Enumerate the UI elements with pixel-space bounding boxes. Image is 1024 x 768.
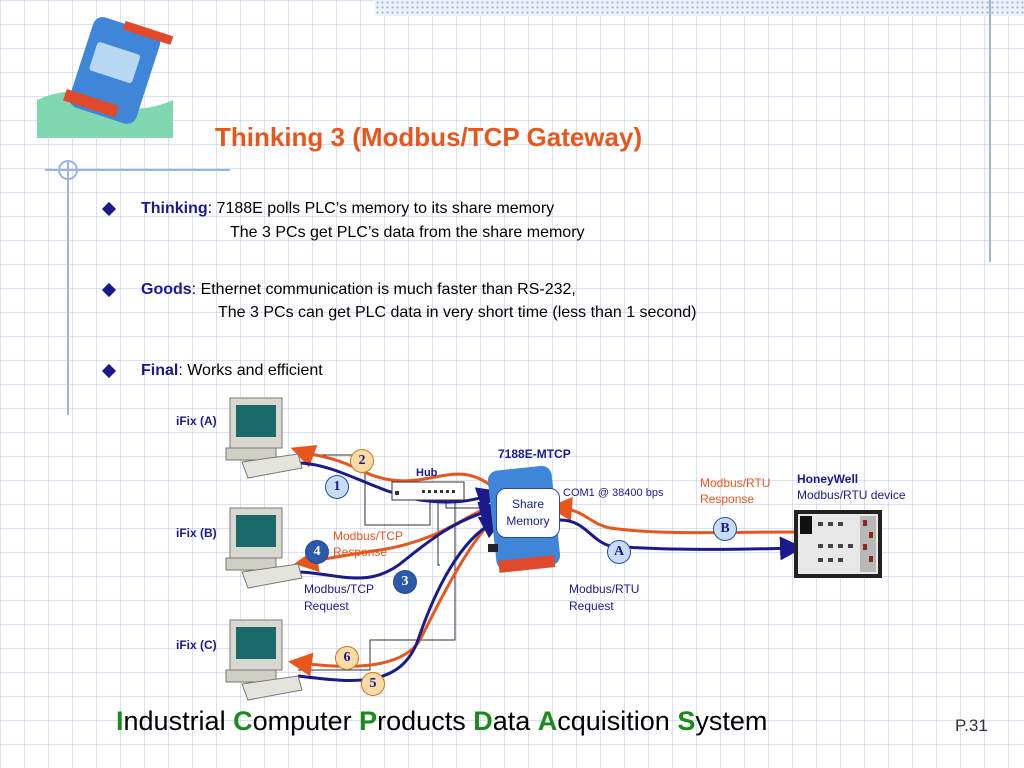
tcp-response-line-1: Modbus/TCP xyxy=(333,529,404,543)
step-6-badge: 6 xyxy=(335,646,359,670)
pc-b-label: iFix (B) xyxy=(176,526,217,540)
com-port-label: COM1 @ 38400 bps xyxy=(563,487,664,499)
step-b-badge: B xyxy=(713,517,737,541)
step-3-badge: 3 xyxy=(393,570,417,594)
bullet-3-line-1: Final: Works and efficient xyxy=(141,362,323,379)
page-number: P.31 xyxy=(955,716,988,735)
slide-title: Thinking 3 (Modbus/TCP Gateway) xyxy=(215,122,643,152)
tcp-request-line-2: Request xyxy=(304,599,349,613)
step-a-badge: A xyxy=(607,540,631,564)
hub-label: Hub xyxy=(416,467,438,479)
pc-a-label: iFix (A) xyxy=(176,414,217,428)
bullet-2-line-2: The 3 PCs can get PLC data in very short… xyxy=(218,304,697,321)
footer-slogan: Industrial Computer Products Data Acquis… xyxy=(116,706,768,736)
bullet-1-line-2: The 3 PCs get PLC’s data from the share … xyxy=(230,224,585,241)
step-2-badge: 2 xyxy=(350,449,374,473)
rtu-response-line-1: Modbus/RTU xyxy=(700,476,771,490)
share-memory-line-1: Share xyxy=(511,497,545,511)
device-title: 7188E-MTCP xyxy=(498,447,571,461)
io-module-logo xyxy=(37,17,174,138)
pc-a-icon xyxy=(225,397,303,479)
honeywell-title: HoneyWell xyxy=(797,472,859,486)
bullet-2-line-1: Goods: Ethernet communication is much fa… xyxy=(141,281,576,298)
rtu-response-line-2: Response xyxy=(700,492,755,506)
step-1-badge: 1 xyxy=(325,475,349,499)
bullet-1-line-1: Thinking: 7188E polls PLC’s memory to it… xyxy=(141,200,555,217)
pc-c-label: iFix (C) xyxy=(176,638,217,652)
top-dotted-band xyxy=(375,0,1024,16)
step-5-badge: 5 xyxy=(361,672,385,696)
honeywell-subtitle: Modbus/RTU device xyxy=(797,488,906,502)
share-memory-line-2: Memory xyxy=(506,514,550,528)
pc-b-icon xyxy=(225,507,303,589)
pc-c-icon xyxy=(225,619,303,701)
share-memory-box: Share Memory xyxy=(496,488,560,538)
rtu-request-line-1: Modbus/RTU xyxy=(569,582,640,596)
honeywell-plc-icon xyxy=(794,510,882,578)
rtu-request-line-2: Request xyxy=(569,599,614,613)
step-4-badge: 4 xyxy=(305,540,329,564)
tcp-response-line-2: Response xyxy=(333,545,388,559)
tcp-request-line-1: Modbus/TCP xyxy=(304,582,375,596)
